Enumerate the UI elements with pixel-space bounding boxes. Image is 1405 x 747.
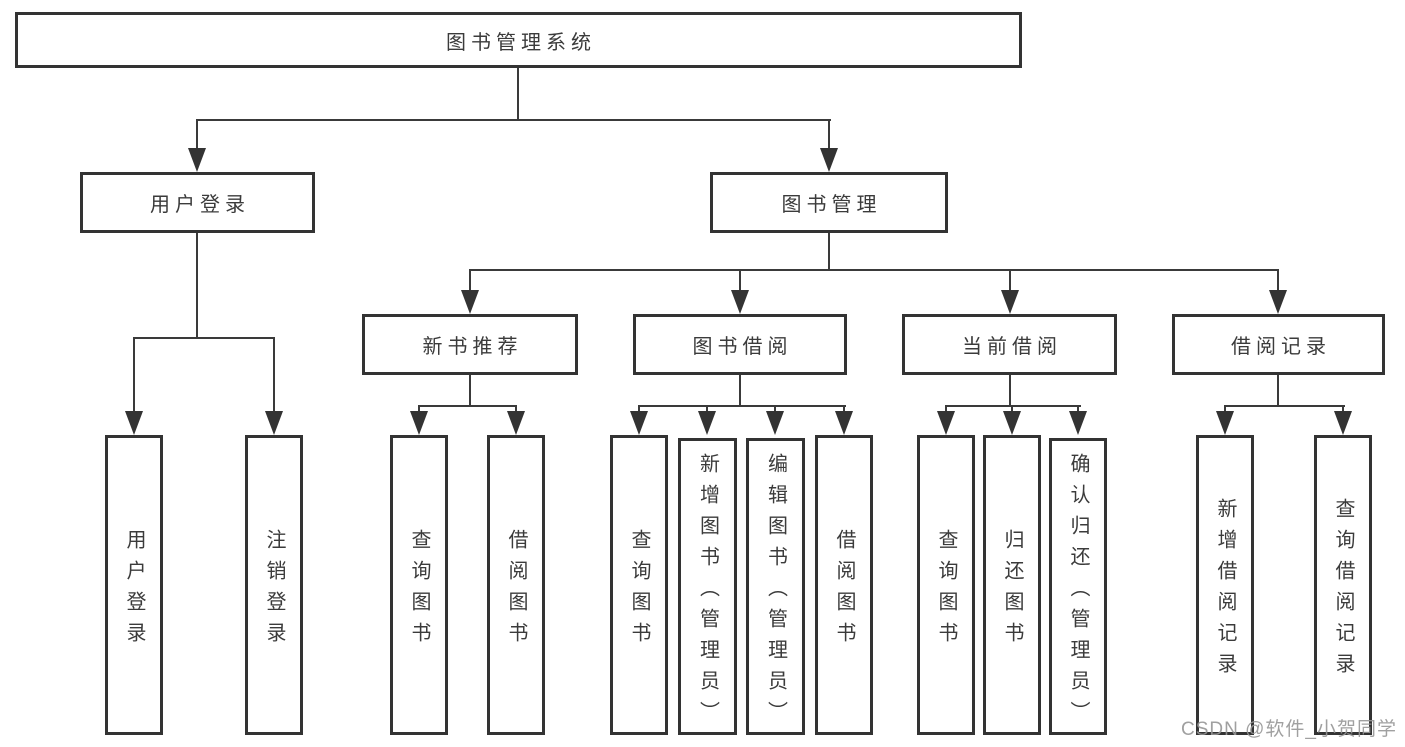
connector-line [133, 337, 135, 415]
connector-line [638, 405, 640, 415]
connector-line [739, 269, 741, 294]
leaf-query-books-current: 查询图书 [917, 435, 975, 735]
connector-line [774, 405, 776, 415]
arrow-down-icon [1216, 411, 1234, 435]
leaf-borrow-books-recommend: 借阅图书 [487, 435, 545, 735]
connector-line [1224, 405, 1226, 415]
leaf-label: 归还图书 [1001, 528, 1023, 653]
node-label: 图书借阅 [692, 336, 793, 358]
connector-line [1009, 269, 1011, 294]
arrow-down-icon [1269, 290, 1287, 314]
arrow-down-icon [937, 411, 955, 435]
node-label: 新书推荐 [422, 336, 523, 358]
node-book-management: 图书管理 [710, 172, 948, 233]
leaf-add-book-admin: 新增图书（管理员） [678, 438, 737, 735]
arrow-down-icon [630, 411, 648, 435]
leaf-query-books-recommend: 查询图书 [390, 435, 448, 735]
arrow-down-icon [698, 411, 716, 435]
csdn-watermark: CSDN @软件_小贺同学 [1181, 719, 1397, 740]
arrow-down-icon [835, 411, 853, 435]
connector-line [1277, 374, 1279, 407]
connector-line [1224, 405, 1345, 407]
arrow-down-icon [265, 411, 283, 435]
connector-line [517, 68, 519, 121]
connector-line [638, 405, 846, 407]
node-book-borrowing: 图书借阅 [633, 314, 847, 375]
leaf-label: 新增借阅记录 [1214, 497, 1236, 684]
leaf-label: 注销登录 [263, 528, 285, 653]
connector-line [739, 374, 741, 407]
arrow-down-icon [766, 411, 784, 435]
node-label: 借阅记录 [1231, 336, 1331, 358]
connector-line [706, 405, 708, 415]
connector-line [1277, 269, 1279, 294]
connector-line [196, 119, 831, 121]
connector-line [469, 269, 1279, 271]
leaf-label: 查询借阅记录 [1332, 497, 1354, 684]
node-borrowing-records: 借阅记录 [1172, 314, 1385, 375]
arrow-down-icon [188, 148, 206, 172]
arrow-down-icon [507, 411, 525, 435]
leaf-label: 编辑图书（管理员） [764, 452, 787, 732]
arrow-down-icon [731, 290, 749, 314]
leaf-label: 用户登录 [123, 528, 145, 653]
connector-line [133, 337, 275, 339]
arrow-down-icon [125, 411, 143, 435]
connector-line [1342, 405, 1344, 415]
leaf-query-borrow-record: 查询借阅记录 [1314, 435, 1372, 735]
arrow-down-icon [410, 411, 428, 435]
leaf-query-books-borrowing: 查询图书 [610, 435, 668, 735]
arrow-down-icon [820, 148, 838, 172]
leaf-label: 查询图书 [408, 528, 430, 653]
arrow-down-icon [461, 290, 479, 314]
connector-line [469, 269, 471, 294]
connector-line [418, 405, 420, 415]
node-label: 用户登录 [150, 194, 250, 216]
connector-line [273, 337, 275, 415]
arrow-down-icon [1069, 411, 1087, 435]
leaf-label: 借阅图书 [505, 528, 527, 653]
leaf-confirm-return-admin: 确认归还（管理员） [1049, 438, 1107, 735]
connector-line [418, 405, 517, 407]
node-library-management-system: 图书管理系统 [15, 12, 1022, 68]
connector-line [1011, 405, 1013, 415]
connector-line [828, 233, 830, 271]
leaf-logout: 注销登录 [245, 435, 303, 735]
connector-line [843, 405, 845, 415]
connector-line [515, 405, 517, 415]
node-user-login: 用户登录 [80, 172, 315, 233]
connector-line [1009, 374, 1011, 407]
leaf-borrow-books-borrowing: 借阅图书 [815, 435, 873, 735]
connector-line [196, 119, 198, 152]
node-label: 当前借阅 [962, 336, 1062, 358]
leaf-label: 查询图书 [628, 528, 650, 653]
node-new-book-recommendation: 新书推荐 [362, 314, 578, 375]
connector-line [945, 405, 947, 415]
leaf-label: 借阅图书 [833, 528, 855, 653]
connector-line [945, 405, 1081, 407]
node-current-borrowing: 当前借阅 [902, 314, 1117, 375]
arrow-down-icon [1003, 411, 1021, 435]
connector-line [196, 233, 198, 339]
leaf-edit-book-admin: 编辑图书（管理员） [746, 438, 805, 735]
leaf-return-books: 归还图书 [983, 435, 1041, 735]
arrow-down-icon [1001, 290, 1019, 314]
node-label: 图书管理 [781, 194, 882, 216]
leaf-add-borrow-record: 新增借阅记录 [1196, 435, 1254, 735]
leaf-label: 查询图书 [935, 528, 957, 653]
connector-line [469, 374, 471, 407]
arrow-down-icon [1334, 411, 1352, 435]
leaf-label: 新增图书（管理员） [696, 452, 719, 732]
node-label: 图书管理系统 [446, 31, 596, 54]
leaf-label: 确认归还（管理员） [1067, 452, 1089, 732]
leaf-user-login: 用户登录 [105, 435, 163, 735]
connector-line [1077, 405, 1079, 415]
connector-line [828, 119, 830, 152]
